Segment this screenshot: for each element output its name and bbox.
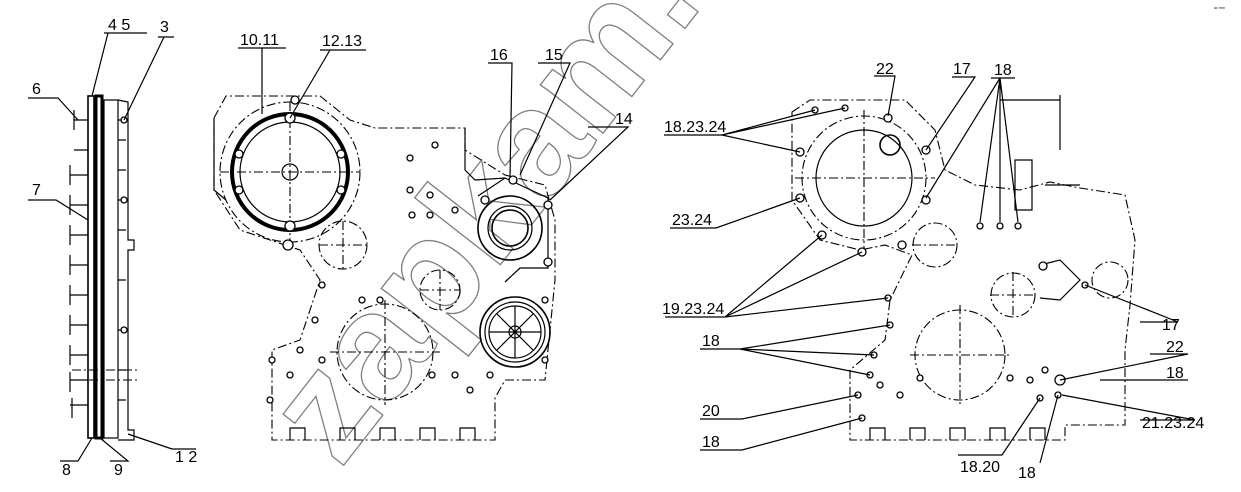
side-plate-gasket (94, 94, 104, 440)
label-18-right: 18 (1166, 365, 1184, 382)
label-21-23-24: 21.23.24 (1142, 415, 1204, 432)
label-22-top: 22 (876, 61, 894, 78)
side-view: 4 5 3 6 7 8 9 1 2 (28, 17, 197, 479)
label-1-2: 1 2 (175, 449, 197, 466)
rear-view: 22 17 18 18.23.24 23.24 19.23.24 18 20 1… (662, 61, 1204, 482)
label-8: 8 (62, 462, 71, 479)
label-17-top: 17 (953, 61, 971, 78)
label-14: 14 (615, 111, 633, 128)
label-15: 15 (545, 47, 563, 64)
label-4-5: 4 5 (108, 17, 130, 34)
label-18-lower: 18 (702, 434, 720, 451)
label-20: 20 (702, 403, 720, 420)
front-wheel (479, 296, 551, 368)
label-23-24: 23.24 (672, 212, 712, 229)
label-17-right: 17 (1162, 317, 1180, 334)
label-12-13: 12.13 (322, 33, 362, 50)
front-view: 10.11 12.13 16 15 14 (213, 32, 633, 441)
side-plate-rear (103, 99, 119, 439)
label-10-11: 10.11 (240, 32, 279, 49)
label-18-mid: 18 (702, 333, 720, 350)
label-22-right: 22 (1166, 339, 1184, 356)
label-7: 7 (32, 182, 41, 199)
label-16: 16 (490, 47, 508, 64)
corner-mark: ᵃᵒ ᵐᵐ (1214, 6, 1225, 12)
label-18-bottom: 18 (1018, 465, 1036, 482)
label-19-23-24: 19.23.24 (662, 301, 724, 318)
label-3: 3 (160, 19, 169, 36)
label-18-20: 18.20 (960, 459, 1000, 476)
label-18-23-24: 18.23.24 (664, 119, 726, 136)
label-6: 6 (32, 81, 41, 98)
label-18-top: 18 (994, 62, 1012, 79)
label-9: 9 (114, 462, 123, 479)
side-plate-front (87, 95, 95, 439)
